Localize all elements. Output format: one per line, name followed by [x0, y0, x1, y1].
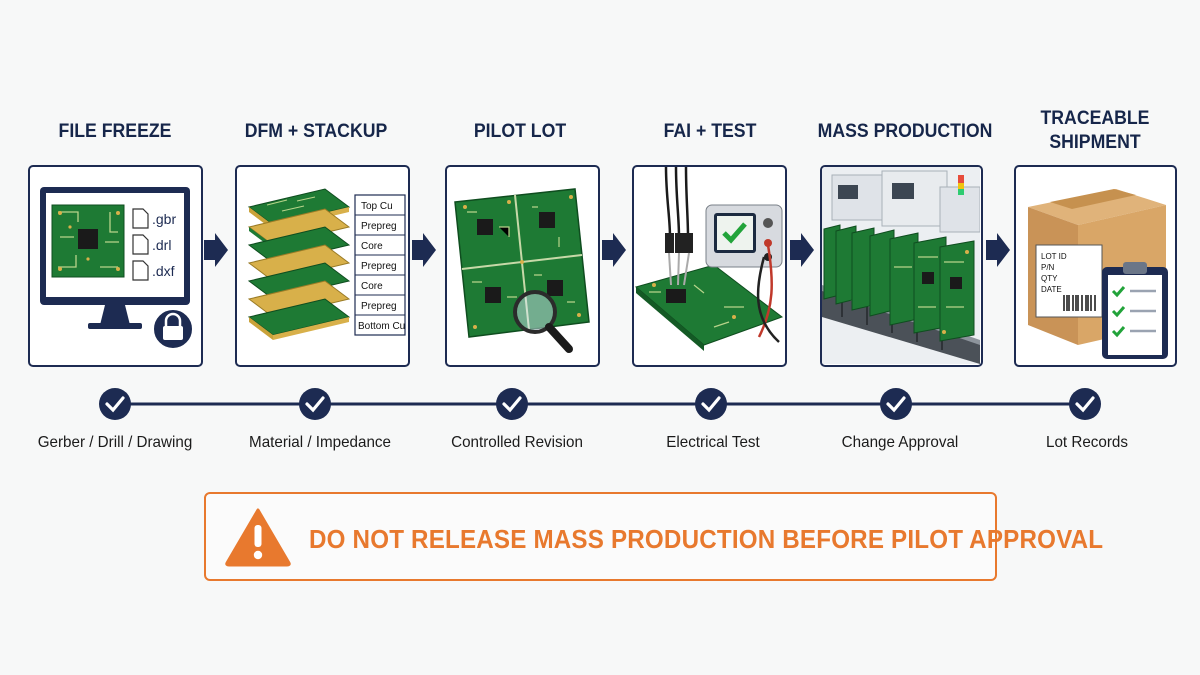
stackup-layers [247, 188, 351, 340]
step-label-lot-records: Lot Records [1046, 434, 1128, 451]
label-date: DATE [1041, 285, 1062, 294]
check-icon [496, 388, 528, 420]
stack-row-5: Core [361, 281, 383, 292]
file-ext-gbr: .gbr [152, 211, 176, 227]
step-label-change-approval: Change Approval [841, 434, 959, 451]
step-title-pilot-lot: PILOT LOT [473, 121, 567, 142]
step-title-file-freeze: FILE FREEZE [58, 121, 172, 142]
check-icon [722, 222, 747, 244]
pcb-panel [454, 188, 590, 338]
step-title-dfm-stackup: DFM + STACKUP [244, 121, 388, 142]
factory-machines [831, 170, 980, 233]
panel-fai-test [632, 165, 787, 367]
file-ext-dxf: .dxf [152, 263, 175, 279]
panel-mass-production [820, 165, 983, 367]
timeline-checkpoints [99, 388, 1101, 420]
step-label-electrical-test: Electrical Test [666, 434, 760, 451]
check-icon [299, 388, 331, 420]
panel-pilot-lot [445, 165, 600, 367]
stack-row-1: Top Cu [361, 201, 393, 212]
step-label-gerber: Gerber / Drill / Drawing [37, 434, 193, 451]
step-label-material: Material / Impedance [249, 434, 391, 451]
check-icon [880, 388, 912, 420]
pcb-thumbnail [51, 204, 125, 278]
check-icon [1069, 388, 1101, 420]
file-ext-drl: .drl [152, 237, 171, 253]
test-meter [705, 204, 783, 268]
stack-row-3: Core [361, 241, 383, 252]
stack-row-6: Prepreg [361, 301, 397, 312]
stack-row-2: Prepreg [361, 221, 397, 232]
step-title-fai-test: FAI + TEST [663, 121, 757, 142]
title-line-2: SHIPMENT [1049, 132, 1141, 153]
warning-text: DO NOT RELEASE MASS PRODUCTION BEFORE PI… [309, 524, 1104, 554]
shipping-label: LOT ID P/N QTY DATE [1035, 244, 1103, 318]
label-lot-id: LOT ID [1041, 252, 1067, 261]
panel-traceable-shipment: LOT ID P/N QTY DATE [1014, 165, 1177, 367]
test-probes [664, 167, 693, 286]
barcode-icon [1063, 295, 1096, 311]
arrow-right-icon [204, 233, 1010, 267]
warning-icon [225, 508, 291, 567]
stack-row-4: Prepreg [361, 261, 397, 272]
label-qty: QTY [1041, 274, 1058, 283]
panel-file-freeze: .gbr .drl .dxf [28, 165, 203, 367]
panel-dfm-stackup: Top Cu Prepreg Core Prepreg Core Prepreg… [235, 165, 410, 367]
label-pn: P/N [1041, 263, 1055, 272]
step-title-mass-production: MASS PRODUCTION [817, 121, 993, 142]
magnifier-icon [513, 290, 573, 353]
pcb-under-test [634, 264, 784, 351]
file-icon [132, 208, 149, 281]
check-icon [99, 388, 131, 420]
stack-row-7: Bottom Cu [358, 321, 405, 332]
black-lead [756, 256, 780, 343]
red-lead [757, 244, 773, 338]
title-line-1: TRACEABLE [1040, 108, 1150, 129]
step-label-revision: Controlled Revision [451, 434, 583, 451]
step-title-traceable-shipment: TRACEABLE SHIPMENT [1002, 107, 1188, 155]
clipboard-icon [1102, 262, 1168, 359]
check-icon [695, 388, 727, 420]
lock-icon [152, 308, 194, 350]
pcb-boards-on-line [823, 224, 975, 342]
warning-banner: DO NOT RELEASE MASS PRODUCTION BEFORE PI… [204, 492, 1103, 581]
stackup-table: Top Cu Prepreg Core Prepreg Core Prepreg… [354, 194, 406, 336]
